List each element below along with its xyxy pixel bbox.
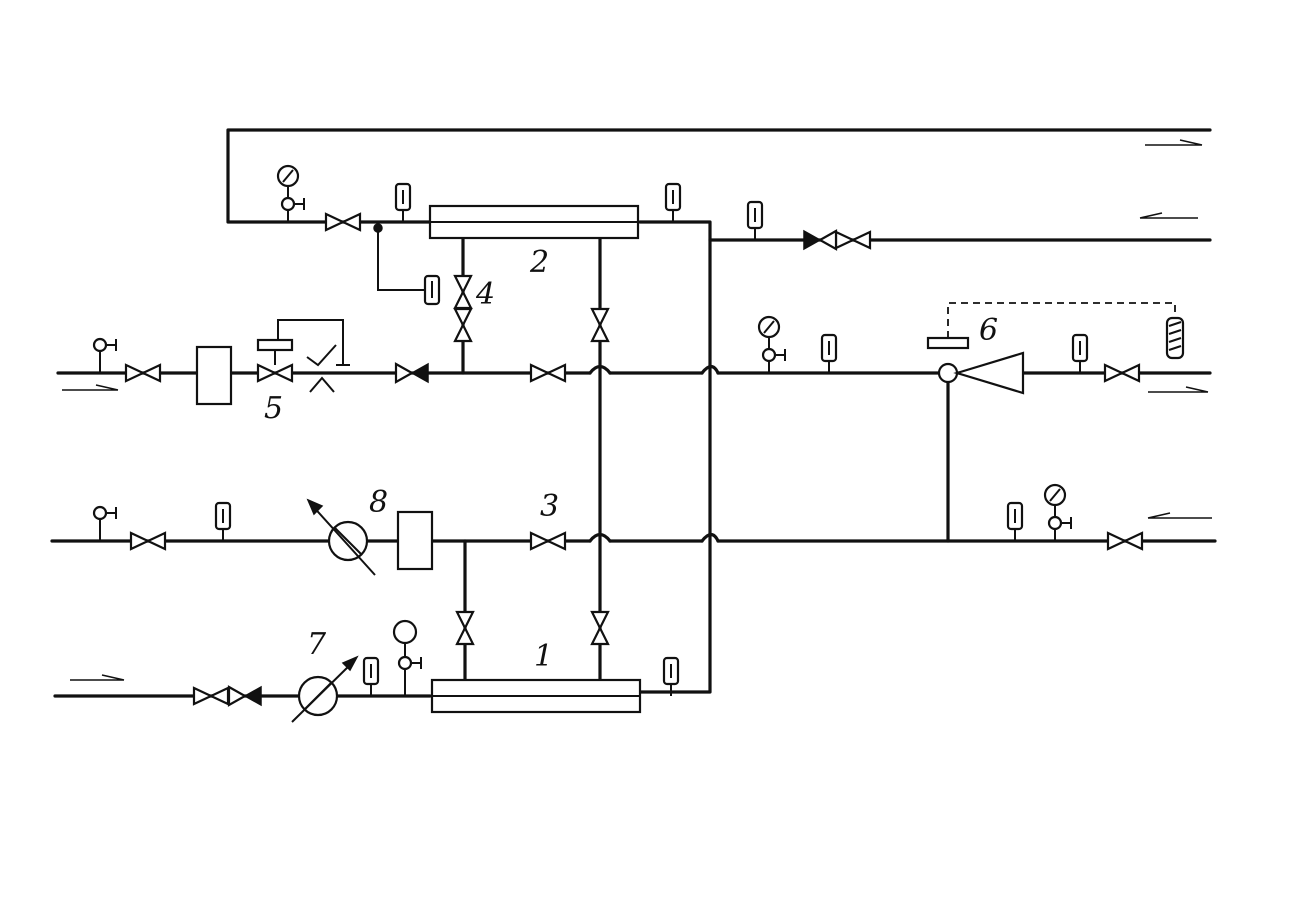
thermometer-icon xyxy=(746,200,764,242)
thermometer-icon xyxy=(664,182,682,224)
pressure-gauge-icon xyxy=(1043,483,1073,543)
flow-meter-8 xyxy=(306,498,376,576)
pressure-gauge-icon xyxy=(392,619,422,696)
regulator-impulse xyxy=(277,319,344,365)
thermometer-icon xyxy=(214,501,232,543)
label-7: 7 xyxy=(307,627,327,662)
label-1: 1 xyxy=(534,639,553,674)
thermometer-icon xyxy=(1006,501,1024,543)
thermometer-icon xyxy=(820,333,838,375)
check-valve-icon xyxy=(227,685,262,707)
flow-arrow-right-icon xyxy=(1148,386,1209,393)
valve-icon xyxy=(590,307,610,343)
label-3: 3 xyxy=(540,489,559,524)
top-return-loop xyxy=(226,128,1212,224)
valve-icon xyxy=(529,363,567,383)
flow-meter-7 xyxy=(291,655,359,723)
valve-icon xyxy=(455,610,475,646)
sampling-tap-icon xyxy=(92,505,118,543)
check-valve-icon xyxy=(394,362,429,384)
valve-icon xyxy=(129,531,167,551)
flow-arrow-right-icon xyxy=(1145,139,1203,146)
thermometers xyxy=(214,182,1089,698)
label-2: 2 xyxy=(529,245,549,280)
check-valve-icon xyxy=(803,229,838,251)
valve-icon xyxy=(453,307,473,343)
pressure-gauge-icon xyxy=(276,164,306,224)
sampling-tap-icon xyxy=(92,337,118,375)
filter-box-lower xyxy=(396,510,434,571)
thermometer-icon xyxy=(1071,333,1089,375)
valve-icon xyxy=(192,686,230,706)
label-6: 6 xyxy=(979,313,998,348)
orifice-icon xyxy=(306,344,337,393)
filter-box-upper xyxy=(195,345,233,406)
valve-4-icon xyxy=(453,274,473,310)
label-4: 4 xyxy=(475,277,495,312)
flow-arrow-right-icon xyxy=(62,384,119,391)
bypass-loop xyxy=(377,228,425,291)
control-dashed-line xyxy=(947,302,1176,338)
valve-icon xyxy=(590,610,610,646)
thermometer-icon xyxy=(394,182,412,224)
valves xyxy=(124,212,1144,706)
valve-3-icon xyxy=(529,531,567,551)
valve-icon xyxy=(124,363,162,383)
heat-exchanger-2 xyxy=(428,204,640,240)
thermometer-icon xyxy=(423,274,441,306)
flow-arrow-left-icon xyxy=(1139,212,1198,219)
line-to-heater-2 xyxy=(638,220,712,694)
pressure-gauge-icon xyxy=(757,315,787,375)
callout-labels: 2 4 5 6 8 3 7 1 xyxy=(264,245,998,674)
label-8: 8 xyxy=(369,485,388,520)
valve-icon xyxy=(1106,531,1144,551)
valve-icon xyxy=(834,230,872,250)
check-valves xyxy=(227,229,838,707)
thermometer-icon xyxy=(662,656,680,698)
valve-icon xyxy=(1103,363,1141,383)
flow-arrows xyxy=(62,139,1212,681)
jet-pump xyxy=(926,336,1025,395)
label-5: 5 xyxy=(264,391,283,426)
flow-arrow-left-icon xyxy=(1147,512,1212,519)
flow-arrow-right-icon xyxy=(70,674,125,681)
heat-exchanger-1 xyxy=(430,678,642,714)
temperature-sensor-icon xyxy=(1165,316,1185,360)
control-valve-5-icon xyxy=(256,363,294,383)
valve-icon xyxy=(324,212,362,232)
thermometer-icon xyxy=(362,656,380,698)
valve-actuator-icon xyxy=(256,338,294,352)
